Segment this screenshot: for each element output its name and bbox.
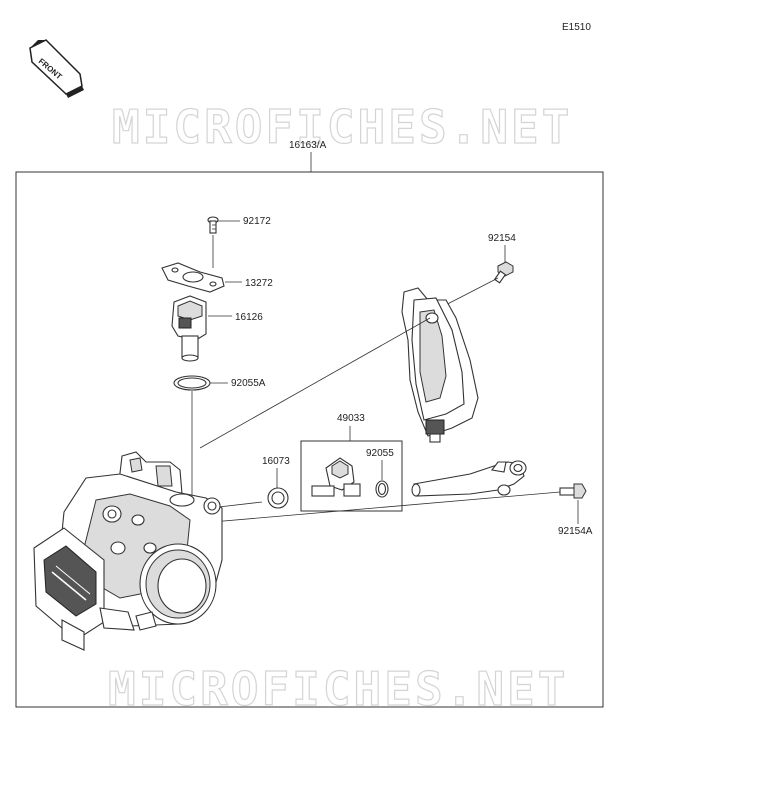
o-ring-92055A-inner [177,377,207,389]
callout-16126: 16126 [235,312,263,323]
watermark-top: MICROFICHES.NET [112,100,572,154]
callout-92172: 92172 [243,216,271,227]
sensor-cover [401,287,479,443]
throttle-body [33,451,223,651]
callout-92154: 92154 [488,233,516,244]
assembly-frame [15,171,604,708]
bolt-92154 [493,261,514,284]
watermark-bottom: MICROFICHES.NET [108,662,568,716]
callout-92154A: 92154A [558,526,593,537]
diagram-code: E1510 [562,22,591,33]
callout-92055: 92055 [366,448,394,459]
callout-16073: 16073 [262,456,290,467]
callout-13272: 13272 [245,278,273,289]
gasket-13272 [161,262,225,293]
o-ring-92055-inner [377,482,387,496]
ring-16073-inner [271,491,285,505]
callout-49033: 49033 [337,413,365,424]
group-box-49033 [300,440,403,512]
bolt-92154A [559,483,587,499]
callout-92055A: 92055A [231,378,266,389]
fuel-pipe [411,460,527,497]
screw-92172 [207,216,219,234]
valve-16126 [171,295,207,362]
front-arrow-icon: FRONT [29,39,84,98]
assembly-label: 16163/A [289,140,327,151]
fitting-49033 [311,457,361,497]
